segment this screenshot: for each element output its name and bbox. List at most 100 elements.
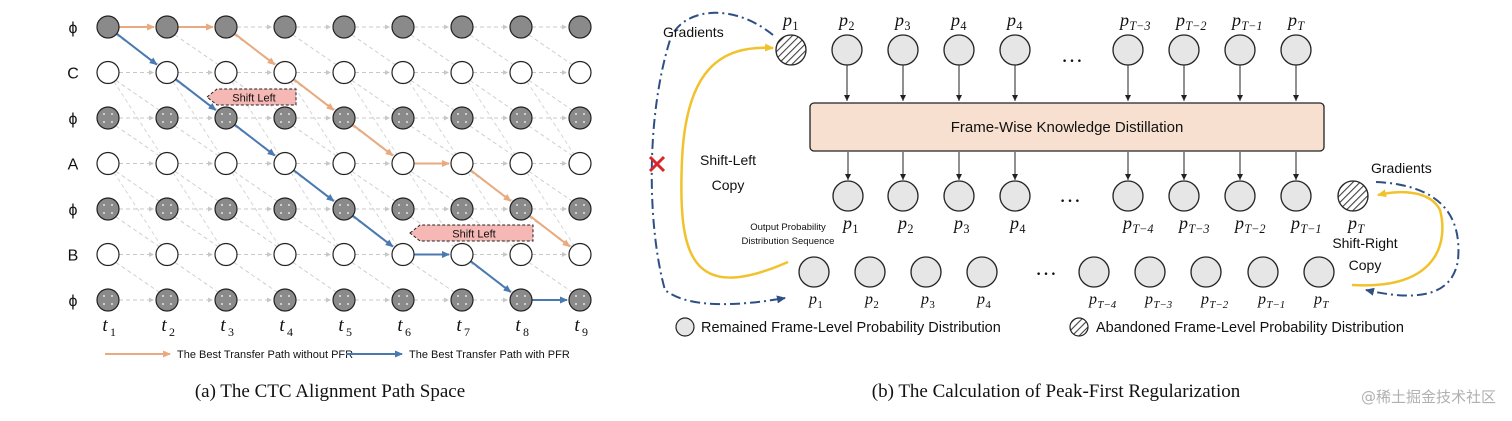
alignment-node [450,60,474,85]
gradients-left-label: Gradients [663,24,724,40]
node-dot [406,121,408,123]
node-dot [457,204,459,206]
node-dot [221,303,223,305]
timestep-sub: 3 [228,325,234,339]
node-dots [516,295,526,305]
row-label: A [68,157,79,174]
node-dot [162,113,164,115]
node-dot [280,295,282,297]
node-dot [583,113,585,115]
path-segment [470,260,512,293]
remained-node [1078,256,1110,288]
node-dot [229,204,231,206]
alignment-node [509,106,533,130]
grid-edge [351,262,396,293]
node-dot [457,303,459,305]
grid-edge [528,262,573,293]
node-dot [406,295,408,297]
grid-edge [526,81,575,155]
row-label: ϕ [69,293,78,310]
node-dot [398,113,400,115]
node-dot [524,204,526,206]
remained-node [854,256,886,288]
node-dot [229,113,231,115]
node-dots [398,295,408,305]
node-dot [347,303,349,305]
node-dot [575,204,577,206]
timestep-label: t [515,315,521,336]
row-label: ϕ [69,202,78,219]
alignment-node [332,60,356,85]
node-dot [280,113,282,115]
p-subscript: 4 [1016,19,1022,33]
p-subscript: T−2 [1244,222,1265,236]
alignment-nodes [96,15,592,312]
remained-node [831,34,863,66]
alignment-node [509,197,533,221]
node-dot [162,303,164,305]
timestep-label: t [397,315,403,336]
grid-edge [174,125,219,156]
grid-edge [233,80,278,111]
node-dots [575,113,585,123]
remained-node [1112,34,1144,66]
grid-edge [115,125,160,156]
path-segment [470,169,512,202]
grid-edge [467,81,516,155]
legend-without-pfr: The Best Transfer Path without PFR [105,349,353,361]
p-letter: p [976,291,985,308]
watermark: @稀土掘金技术社区 [1361,388,1496,406]
node-dot [229,121,231,123]
grid-edge [410,34,455,65]
node-dot [170,295,172,297]
grid-edge [172,81,221,155]
alignment-node [214,197,238,221]
row-label: ϕ [69,111,78,128]
remained-node [1134,256,1166,288]
p-subscript: 2 [873,299,878,311]
node-dot [465,212,467,214]
node-dot [465,113,467,115]
alignment-node [509,60,533,85]
grid-edge [174,34,219,65]
legend-abandoned: Abandoned Frame-Level Probability Distri… [1069,317,1404,337]
timestep-sub: 7 [464,325,470,339]
grid-edge [233,171,278,202]
grid-edge [528,34,573,65]
row-label: C [67,66,79,83]
alignment-node [391,60,415,85]
p-subscript: 1 [792,19,798,33]
node-dot [111,295,113,297]
path-segment [175,78,217,111]
node-dot [339,303,341,305]
p-subscript: T [1322,299,1329,311]
alignment-node [568,15,592,39]
grid-edge [174,262,219,293]
node-dots [221,295,231,305]
alignment-node [96,106,120,130]
remained-node [1190,256,1222,288]
remained-node [999,34,1031,66]
node-dot [103,204,105,206]
node-dots [162,204,172,214]
remained-node [887,180,919,212]
remained-node [1168,34,1200,66]
node-dot [111,204,113,206]
ellipsis-top: … [1061,42,1083,67]
node-dot [221,212,223,214]
p-letter: p [1313,291,1322,308]
grid-edge [410,80,455,111]
remained-node [1303,256,1335,288]
grid-edge [410,171,455,202]
